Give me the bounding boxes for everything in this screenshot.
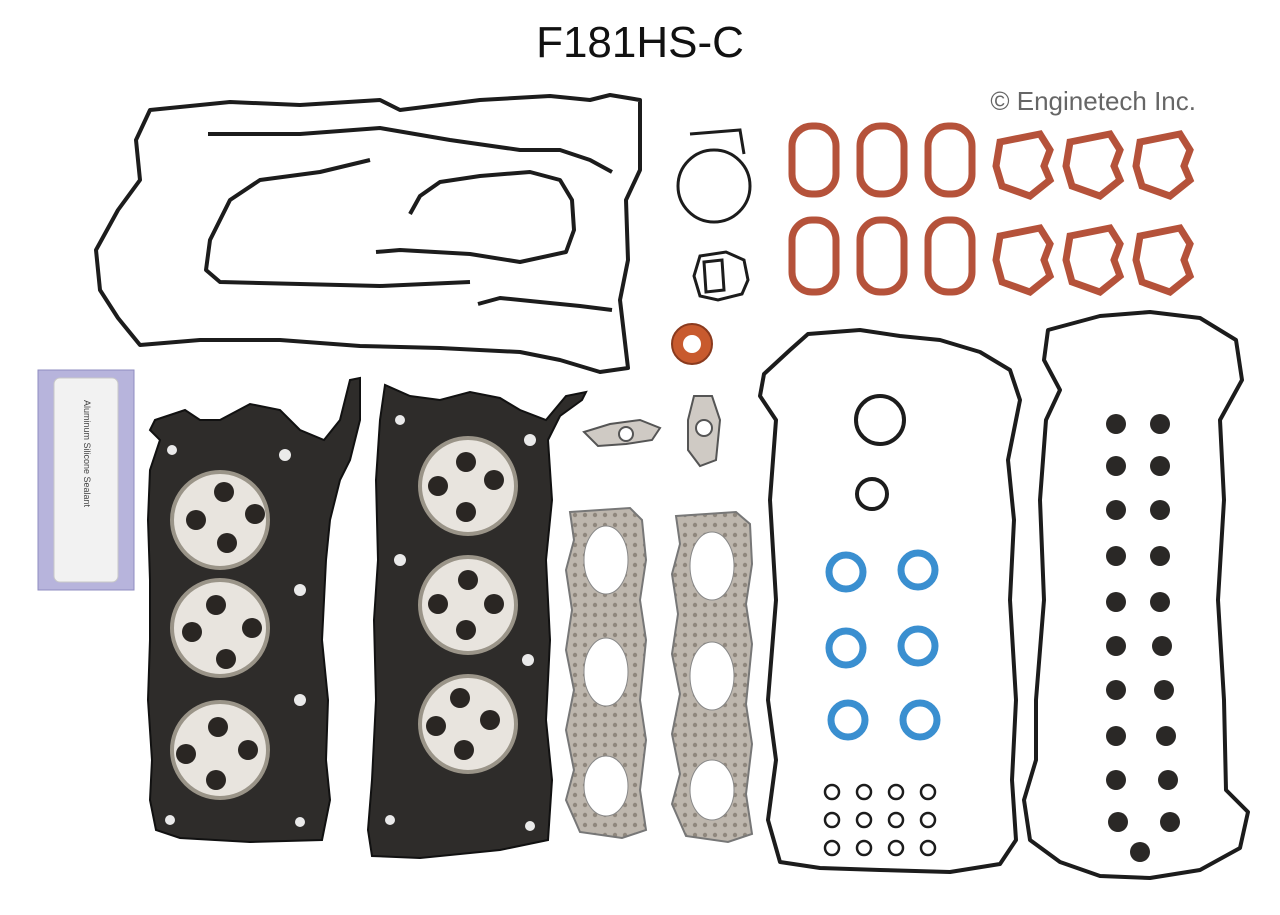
copyright-notice: © Enginetech Inc. bbox=[990, 86, 1196, 116]
figure-eight-gasket bbox=[692, 250, 750, 302]
intake-gaskets bbox=[788, 122, 1195, 296]
sealant-packet-label: Aluminum Silicone Sealant bbox=[82, 400, 92, 508]
valve-cover-gasket-middle bbox=[758, 328, 1022, 874]
valve-cover-grommets bbox=[1106, 414, 1180, 862]
front-crank-seal bbox=[671, 323, 713, 365]
head-gasket-left bbox=[146, 376, 361, 844]
valve-cover-gasket-top bbox=[94, 93, 642, 374]
exhaust-manifold-gasket-left bbox=[564, 506, 648, 840]
head-gasket-right bbox=[366, 383, 588, 860]
small-o-rings bbox=[823, 783, 937, 857]
sealant-packet: Aluminum Silicone Sealant bbox=[37, 369, 135, 591]
valve-cover-gasket-right bbox=[1022, 310, 1250, 880]
egr-gasket-tall bbox=[687, 395, 722, 468]
o-ring-large bbox=[676, 128, 752, 224]
valve-stem-seals-right bbox=[426, 452, 504, 760]
spark-plug-tube-seals bbox=[825, 549, 941, 741]
valve-stem-seals-left bbox=[176, 482, 265, 790]
exhaust-manifold-gasket-right bbox=[670, 510, 754, 844]
egr-gasket-small bbox=[582, 418, 662, 448]
product-code-title: F181HS-C bbox=[536, 18, 744, 67]
